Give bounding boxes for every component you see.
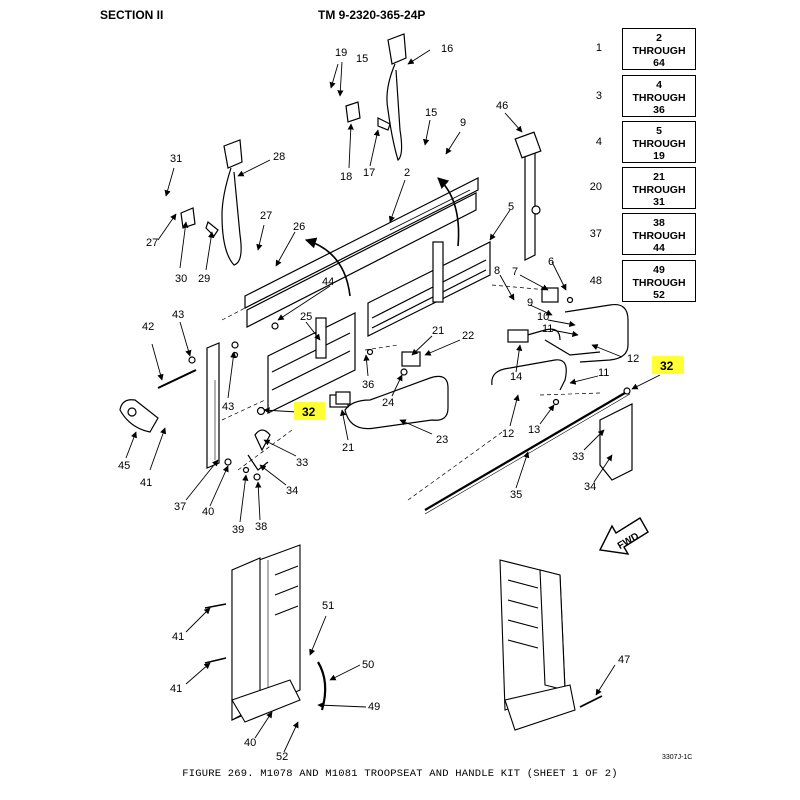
callout-label: 41 bbox=[172, 631, 184, 643]
through-box: 2 THROUGH 64 bbox=[622, 28, 696, 70]
highlight-box bbox=[294, 402, 325, 420]
through-key: 1 bbox=[595, 42, 602, 54]
callout-label: 40 bbox=[244, 737, 256, 749]
through-box: 5 THROUGH 19 bbox=[622, 121, 696, 163]
seat-assembly-drawing bbox=[119, 33, 633, 515]
callout-label: 5 bbox=[508, 201, 514, 213]
callout-label: 21 bbox=[342, 442, 354, 454]
fwd-arrow: FWD bbox=[598, 517, 649, 555]
lower-detail-drawings bbox=[204, 544, 603, 731]
callout-label: 44 bbox=[322, 276, 334, 288]
callout-label: 34 bbox=[584, 481, 596, 493]
callout-label: 33 bbox=[572, 451, 584, 463]
callout-label: 26 bbox=[293, 221, 305, 233]
callout-label: 45 bbox=[118, 460, 130, 472]
callout-label: 47 bbox=[618, 654, 630, 666]
callout-label: 40 bbox=[202, 506, 214, 518]
through-key: 3 bbox=[595, 90, 602, 102]
callout-label: 38 bbox=[255, 521, 267, 533]
callout-label: 9 bbox=[527, 297, 533, 309]
callout-label: 17 bbox=[363, 167, 375, 179]
callout-label: 11 bbox=[598, 367, 609, 379]
callout-label-highlighted: 32 bbox=[660, 359, 674, 373]
callout-label: 39 bbox=[232, 524, 244, 536]
callout-label: 34 bbox=[286, 485, 298, 497]
callout-label: 30 bbox=[175, 273, 187, 285]
through-box: 38 THROUGH 44 bbox=[622, 213, 696, 255]
callout-label: 10 bbox=[537, 311, 549, 323]
callout-label: 12 bbox=[627, 353, 639, 365]
callout-label: 23 bbox=[436, 434, 448, 446]
callout-label: 7 bbox=[512, 266, 518, 278]
callout-label: 15 bbox=[425, 107, 437, 119]
callout-label: 21 bbox=[432, 325, 444, 337]
through-box: 21 THROUGH 31 bbox=[622, 167, 696, 209]
callout-labels: 19 15 16 18 17 15 9 31 28 27 27 30 29 26… bbox=[118, 43, 674, 763]
callout-label: 28 bbox=[273, 151, 285, 163]
callout-label: 27 bbox=[146, 237, 158, 249]
callout-label: 49 bbox=[368, 701, 380, 713]
callout-label: 2 bbox=[404, 167, 410, 179]
callout-label: 19 bbox=[335, 47, 347, 59]
callout-label: 50 bbox=[362, 659, 374, 671]
callout-label: 43 bbox=[222, 401, 234, 413]
figure-caption: FIGURE 269. M1078 AND M1081 TROOPSEAT AN… bbox=[182, 768, 618, 780]
callout-label: 43 bbox=[172, 309, 184, 321]
callout-label: 22 bbox=[462, 330, 474, 342]
callout-label: 33 bbox=[296, 457, 308, 469]
through-key: 20 bbox=[589, 181, 602, 193]
drawing-code: 3307J-1C bbox=[662, 754, 693, 761]
callout-label: 51 bbox=[322, 600, 334, 612]
through-box: 49 THROUGH 52 bbox=[622, 260, 696, 302]
callout-label: 46 bbox=[496, 100, 508, 112]
callout-label: 14 bbox=[510, 371, 522, 383]
callout-label: 13 bbox=[528, 424, 540, 436]
callout-label: 18 bbox=[340, 171, 352, 183]
through-key: 4 bbox=[595, 136, 602, 148]
highlight-box bbox=[652, 356, 684, 374]
tm-number: TM 9-2320-365-24P bbox=[318, 8, 426, 22]
through-key: 37 bbox=[589, 228, 602, 240]
through-key: 48 bbox=[589, 275, 602, 287]
callout-label: 29 bbox=[198, 273, 210, 285]
callout-label: 27 bbox=[260, 210, 272, 222]
callout-label: 11 bbox=[542, 323, 553, 335]
callout-label: 6 bbox=[548, 256, 554, 268]
callout-label: 31 bbox=[170, 153, 182, 165]
callout-label: 9 bbox=[460, 117, 466, 129]
callout-label: 42 bbox=[142, 321, 154, 333]
callout-label-highlighted: 32 bbox=[302, 405, 316, 419]
callout-label: 36 bbox=[362, 379, 374, 391]
callout-label: 41 bbox=[140, 477, 152, 489]
callout-label: 41 bbox=[170, 683, 182, 695]
callout-label: 24 bbox=[382, 397, 394, 409]
callout-label: 52 bbox=[276, 751, 288, 763]
callout-label: 16 bbox=[441, 43, 453, 55]
callout-label: 8 bbox=[494, 265, 500, 277]
callout-label: 37 bbox=[174, 501, 186, 513]
callout-label: 12 bbox=[502, 428, 514, 440]
through-box: 4 THROUGH 36 bbox=[622, 75, 696, 117]
callout-label: 35 bbox=[510, 489, 522, 501]
callout-label: 15 bbox=[356, 53, 368, 65]
section-header: SECTION II bbox=[100, 8, 164, 22]
callout-label: 25 bbox=[300, 311, 312, 323]
